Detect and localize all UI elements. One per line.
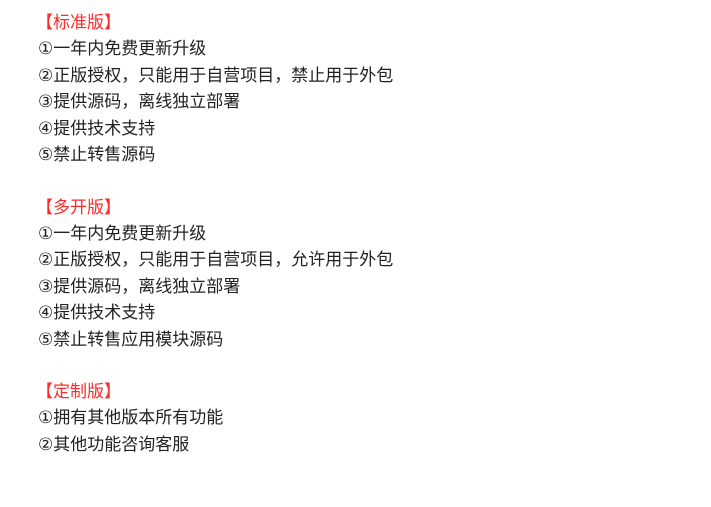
list-item: ②正版授权，只能用于自营项目，允许用于外包 [38, 250, 394, 270]
list-item: ③提供源码，离线独立部署 [38, 276, 241, 297]
list-item: ⑤禁止转售应用模块源码 [38, 329, 224, 350]
list-item: ②其他功能咨询客服 [38, 434, 190, 455]
license-editions-document: 【标准版】 ①一年内免费更新升级 ②正版授权，只能用于自营项目，禁止用于外包 ③… [36, 10, 394, 484]
list-item: ①一年内免费更新升级 [38, 39, 207, 59]
section-multi-edition: 【多开版】 ①一年内免费更新升级 ②正版授权，只能用于自营项目，允许用于外包 ③… [36, 195, 394, 354]
section-title: 【多开版】 [36, 197, 121, 218]
section-title: 【定制版】 [36, 382, 121, 402]
list-item: ③提供源码，离线独立部署 [38, 92, 241, 112]
section-custom-edition: 【定制版】 ①拥有其他版本所有功能 ②其他功能咨询客服 [36, 379, 393, 458]
list-item: ①一年内免费更新升级 [38, 223, 207, 244]
section-title: 【标准版】 [36, 13, 121, 33]
list-item: ④提供技术支持 [38, 303, 156, 323]
section-standard-edition: 【标准版】 ①一年内免费更新升级 ②正版授权，只能用于自营项目，禁止用于外包 ③… [36, 10, 394, 169]
list-item: ②正版授权，只能用于自营项目，禁止用于外包 [38, 65, 394, 86]
list-item: ①拥有其他版本所有功能 [38, 408, 224, 428]
list-item: ④提供技术支持 [38, 118, 156, 139]
list-item: ⑤禁止转售源码 [38, 145, 156, 165]
